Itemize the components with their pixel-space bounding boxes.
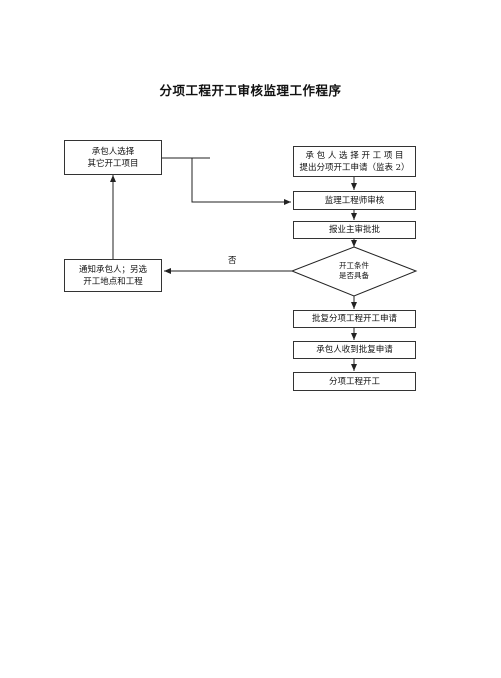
box-contractor-receive: 承包人收到批复申请 (293, 341, 416, 359)
box-approve-reply-label: 批复分项工程开工申请 (311, 314, 397, 324)
box-owner-approve: 报业主审批批 (293, 221, 416, 239)
condition-text-line2: 是否具备 (339, 271, 369, 280)
box-engineer-review: 监理工程师审核 (293, 191, 416, 210)
box-engineer-review-label: 监理工程师审核 (324, 195, 385, 206)
connector-select-down (191, 158, 291, 205)
box-owner-approve-label: 报业主审批批 (328, 225, 380, 235)
box-notify-contractor-line1: 通知承包人；另选 (78, 264, 147, 275)
condition-text-line1: 开工条件 (339, 261, 369, 270)
page-title: 分项工程开工审核监理工作程序 (159, 83, 342, 98)
box-start-work-label: 分项工程开工 (328, 376, 380, 387)
box-contractor-receive-label: 承包人收到批复申请 (316, 345, 393, 355)
edge-label-no: 否 (228, 256, 237, 266)
box-start-work: 分项工程开工 (293, 372, 416, 391)
box-contractor-apply-line2: 提出分项开工申请（监表 2） (299, 162, 410, 173)
box-contractor-select-other: 承包人选择 其它开工项目 (64, 140, 162, 175)
box-contractor-select-other-line1: 承包人选择 (91, 146, 135, 157)
box-contractor-apply-line1: 承 包 人 选 择 开 工 项 目 (305, 150, 404, 161)
box-approve-reply: 批复分项工程开工申请 (293, 310, 416, 328)
box-notify-contractor: 通知承包人；另选 开工地点和工程 (64, 259, 162, 292)
box-contractor-select-other-line2: 其它开工项目 (87, 158, 139, 169)
condition-text: 开工条件 是否具备 (320, 261, 388, 281)
box-contractor-apply: 承 包 人 选 择 开 工 项 目 提出分项开工申请（监表 2） (293, 146, 416, 177)
box-notify-contractor-line2: 开工地点和工程 (83, 276, 143, 287)
